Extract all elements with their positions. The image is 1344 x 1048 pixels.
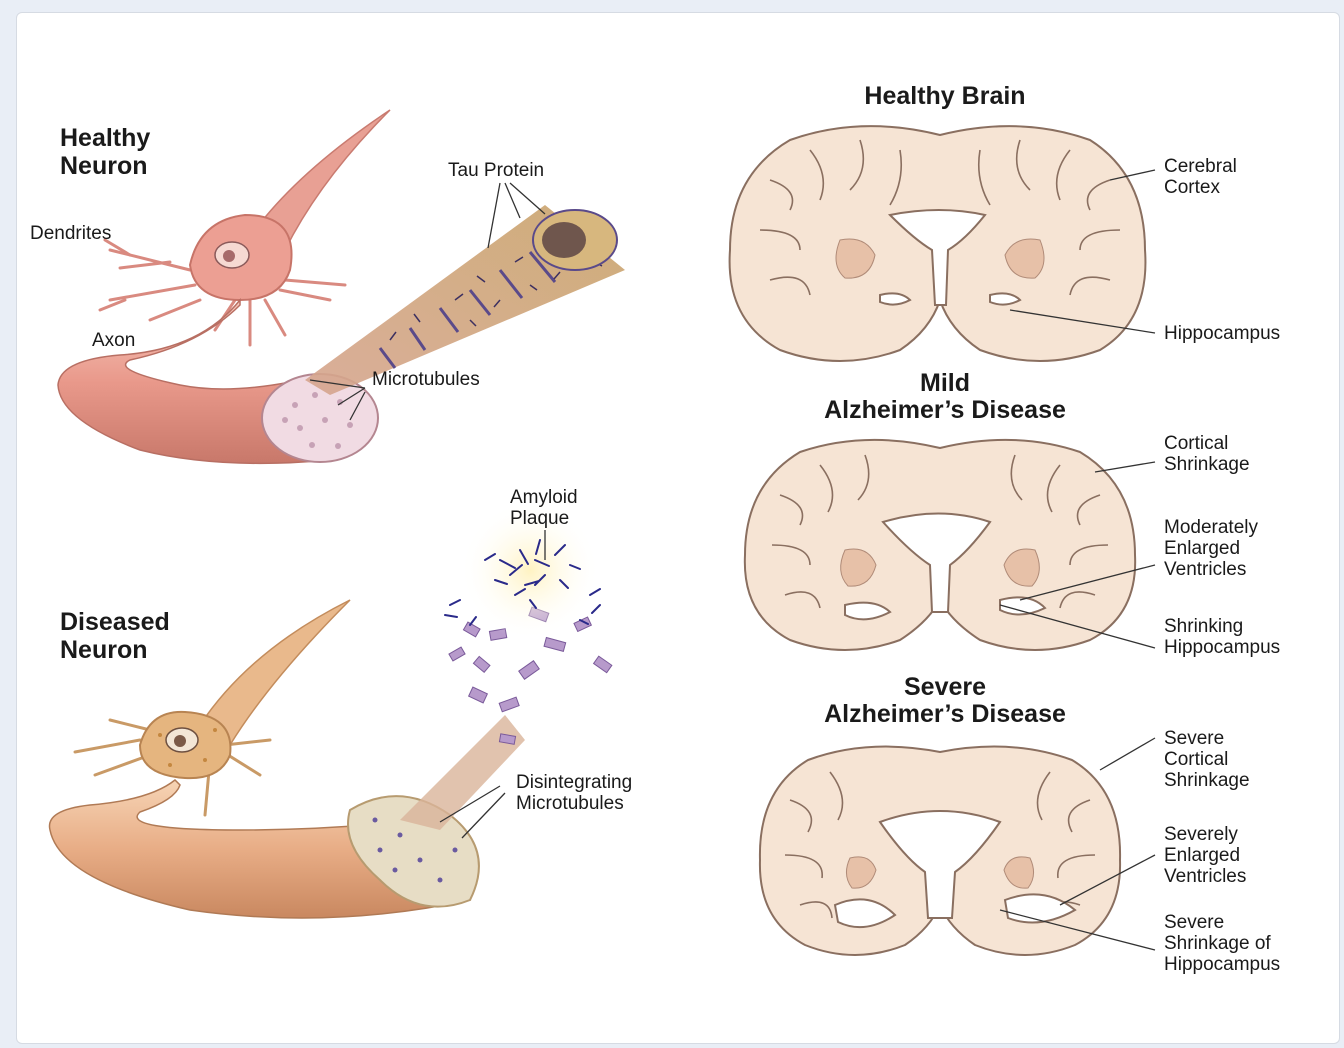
mild-alzheimers-title: Mild Alzheimer’s Disease xyxy=(755,370,1135,424)
tau-protein-label: Tau Protein xyxy=(448,160,544,181)
axon-label: Axon xyxy=(92,330,135,351)
severely-enlarged-ventricles-label: Severely Enlarged Ventricles xyxy=(1164,824,1246,887)
healthy-brain-title: Healthy Brain xyxy=(755,83,1135,110)
diseased-neuron-title: Diseased Neuron xyxy=(60,608,170,664)
cerebral-cortex-label: Cerebral Cortex xyxy=(1164,156,1237,198)
hippocampus-label: Hippocampus xyxy=(1164,323,1280,344)
shrinking-hippocampus-label: Shrinking Hippocampus xyxy=(1164,616,1280,658)
moderately-enlarged-ventricles-label: Moderately Enlarged Ventricles xyxy=(1164,517,1258,580)
mild-alzheimers-brain-illustration xyxy=(745,440,1135,650)
diseased-neuron-illustration xyxy=(50,500,612,918)
healthy-neuron-title: Healthy Neuron xyxy=(60,124,150,180)
severe-alzheimers-title: Severe Alzheimer’s Disease xyxy=(755,674,1135,728)
microtubules-label: Microtubules xyxy=(372,369,480,390)
severe-alzheimers-brain-illustration xyxy=(760,747,1120,955)
healthy-brain-illustration xyxy=(730,126,1146,361)
disintegrating-microtubules-label: Disintegrating Microtubules xyxy=(516,772,632,814)
cortical-shrinkage-label: Cortical Shrinkage xyxy=(1164,433,1250,475)
dendrites-label: Dendrites xyxy=(30,223,111,244)
amyloid-plaque-label: Amyloid Plaque xyxy=(510,487,578,529)
severe-cortical-shrinkage-label: Severe Cortical Shrinkage xyxy=(1164,728,1250,791)
severe-shrinkage-hippocampus-label: Severe Shrinkage of Hippocampus xyxy=(1164,912,1280,975)
